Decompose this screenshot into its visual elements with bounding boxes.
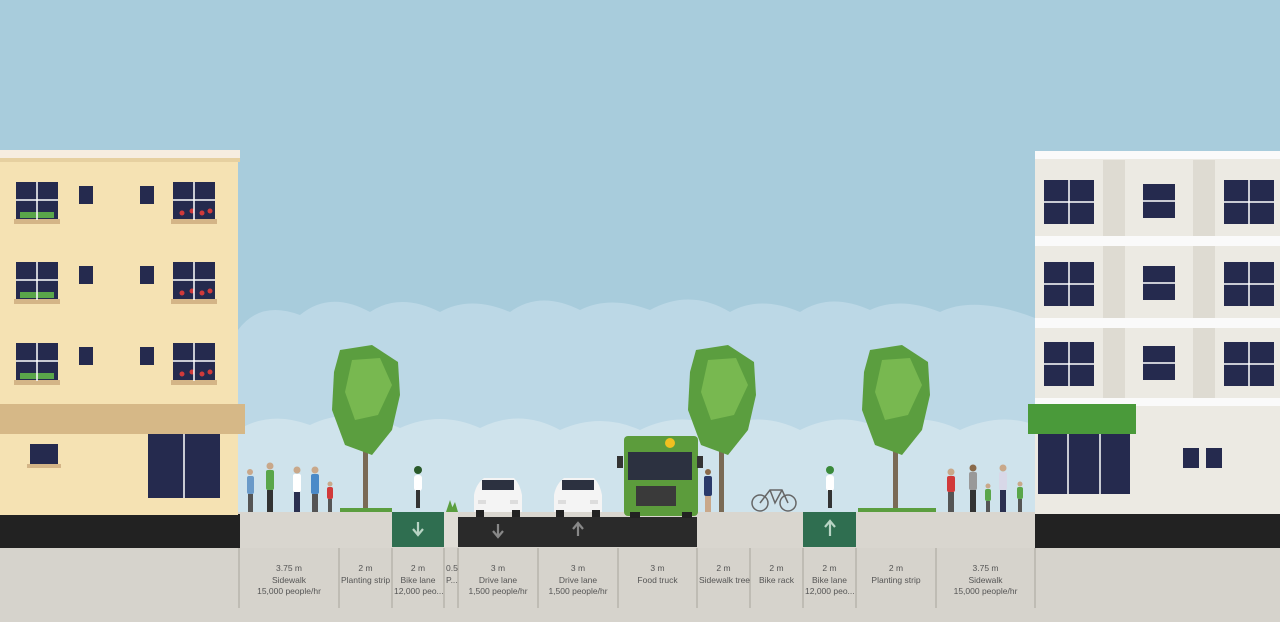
arrow-up-icon bbox=[824, 519, 836, 536]
segment-name: Bike rack bbox=[759, 574, 794, 585]
segment-name: Sidewalk bbox=[968, 574, 1003, 585]
bicycle-icon bbox=[751, 489, 797, 512]
planter-icon bbox=[446, 500, 458, 512]
segment-width: 2 m bbox=[410, 563, 426, 573]
street-tree-icon bbox=[332, 345, 400, 512]
green-awning bbox=[1028, 404, 1136, 434]
arrow-down-icon bbox=[492, 524, 504, 539]
segment-width: 2 m bbox=[822, 563, 837, 573]
planting-strip-grass bbox=[340, 508, 392, 512]
segment-width: 3 m bbox=[490, 563, 506, 573]
planting-strip-grass bbox=[858, 508, 936, 512]
segment-width: 0.5 bbox=[446, 563, 458, 573]
arrow-up-icon bbox=[572, 521, 584, 536]
segment-width: 3.75 m bbox=[276, 563, 302, 573]
white-building-icon bbox=[1028, 151, 1280, 514]
segment-width: 2 m bbox=[358, 563, 373, 573]
segment-name: P... bbox=[446, 574, 458, 585]
cloud-band bbox=[238, 299, 1035, 515]
car-icon bbox=[554, 478, 602, 517]
segment-width: 3 m bbox=[570, 563, 586, 573]
apartment-building-icon bbox=[0, 150, 245, 515]
segment-name: Food truck bbox=[637, 574, 678, 585]
segment-name: Bike lane bbox=[400, 574, 436, 585]
food-truck-icon bbox=[617, 436, 703, 518]
street-tree-icon bbox=[862, 345, 930, 512]
segment-capacity: 1,500 people/hr bbox=[548, 586, 608, 596]
street-tree-icon bbox=[688, 345, 756, 512]
cyclist-icon bbox=[414, 466, 422, 508]
segment-name: Drive lane bbox=[558, 574, 598, 585]
segment-dividers bbox=[238, 548, 1036, 608]
segment-width: 3.75 m bbox=[972, 563, 999, 573]
segment-name: Planting strip bbox=[871, 574, 921, 585]
right-building-base bbox=[1035, 514, 1280, 548]
left-building-base bbox=[0, 514, 240, 548]
cyclist-icon bbox=[826, 466, 834, 508]
segment-width: 2 m bbox=[716, 563, 731, 573]
segment-name: Sidewalk bbox=[271, 574, 307, 585]
car-icon bbox=[474, 478, 522, 517]
segment-width: 2 m bbox=[888, 563, 904, 573]
planter-buffer bbox=[444, 512, 458, 547]
segment-name: Bike lane bbox=[812, 574, 847, 585]
label-area bbox=[0, 548, 1280, 622]
segment-capacity: 12,000 peo... bbox=[805, 586, 855, 596]
segment-name: Drive lane bbox=[478, 574, 518, 585]
segment-capacity: 12,000 peo... bbox=[394, 586, 444, 596]
segment-name: Sidewalk tree bbox=[699, 574, 750, 585]
segment-capacity: 15,000 people/hr bbox=[257, 586, 321, 596]
segment-width: 3 m bbox=[650, 563, 665, 573]
pedestrian-icon bbox=[247, 462, 1023, 512]
segment-capacity: 15,000 people/hr bbox=[953, 586, 1018, 596]
segment-width: 2 m bbox=[769, 563, 784, 573]
segment-capacity: 1,500 people/hr bbox=[468, 586, 528, 596]
segment-name: Planting strip bbox=[341, 574, 391, 585]
arrow-down-icon bbox=[412, 522, 424, 537]
